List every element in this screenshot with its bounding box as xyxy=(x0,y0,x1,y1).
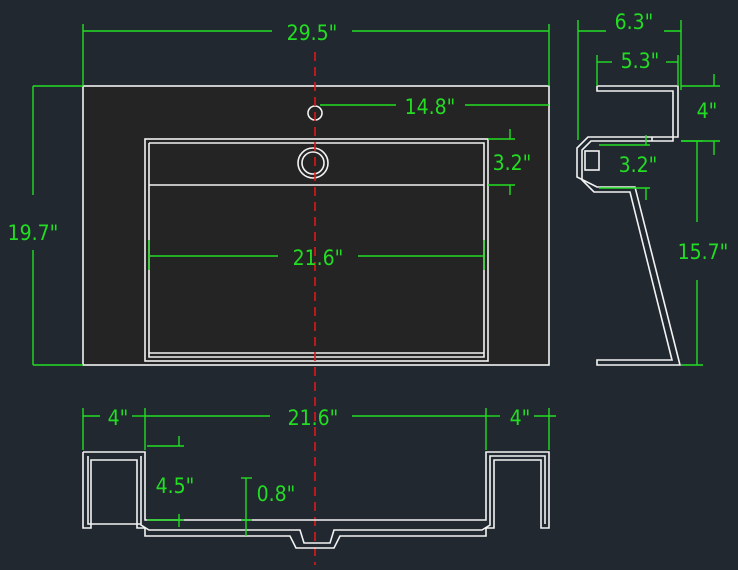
dim-side-mid-height-label: 3.2" xyxy=(619,153,658,177)
dim-overall-width-label: 29.5" xyxy=(287,21,338,45)
dim-front-right-deck: 4" xyxy=(486,406,556,450)
dim-overall-width: 29.5" xyxy=(82,21,550,86)
dim-side-top-height: 4" xyxy=(681,74,720,155)
dim-side-top-height-label: 4" xyxy=(697,99,718,123)
dim-overall-height-label: 19.7" xyxy=(8,221,59,245)
dim-bottom-thickness-label: 0.8" xyxy=(257,482,296,506)
drain-inner-ring xyxy=(301,151,325,175)
front-view-inner-outline xyxy=(87,455,546,544)
top-view-counter-outline xyxy=(82,85,550,366)
dim-bowl-width: 21.6" xyxy=(148,240,485,270)
top-view xyxy=(82,85,550,366)
dim-front-bowl-width: 21.6" xyxy=(145,406,487,450)
dim-top-rim-depth-label: 3.2" xyxy=(493,151,532,175)
top-view-bowl-inner-wall xyxy=(148,142,485,358)
top-view-bowl-outline xyxy=(144,138,489,362)
dim-top-rim-depth: 3.2" xyxy=(488,129,531,195)
side-view xyxy=(576,85,682,366)
dim-side-body-height: 15.7" xyxy=(678,140,729,366)
dim-side-overall-depth: 6.3" xyxy=(577,10,682,140)
dim-side-overall-depth-label: 6.3" xyxy=(615,10,654,34)
dim-side-mid-height: 3.2" xyxy=(599,135,657,200)
dim-drain-offset: 14.8" xyxy=(320,95,549,119)
front-view xyxy=(82,451,550,549)
dim-bottom-thickness: 0.8" xyxy=(241,477,296,536)
dim-front-right-deck-label: 4" xyxy=(510,406,531,430)
dim-front-bowl-width-label: 21.6" xyxy=(288,406,339,430)
front-view-outer-outline xyxy=(82,451,550,549)
dim-side-inner-depth-label: 5.3" xyxy=(621,49,660,73)
dim-front-left-deck-label: 4" xyxy=(108,406,129,430)
side-view-overflow-slot xyxy=(584,150,600,171)
dim-drain-offset-label: 14.8" xyxy=(405,95,456,119)
dim-bowl-depth: 4.5" xyxy=(147,436,194,527)
dim-side-inner-depth: 5.3" xyxy=(596,49,679,86)
dim-bowl-depth-label: 4.5" xyxy=(156,474,195,498)
dim-side-body-height-label: 15.7" xyxy=(678,240,729,264)
dim-overall-height: 19.7" xyxy=(8,85,83,366)
side-view-profile-outline xyxy=(576,85,682,366)
dim-front-left-deck: 4" xyxy=(82,406,146,450)
drain-outer-ring xyxy=(297,147,329,179)
dim-bowl-width-label: 21.6" xyxy=(293,246,344,270)
